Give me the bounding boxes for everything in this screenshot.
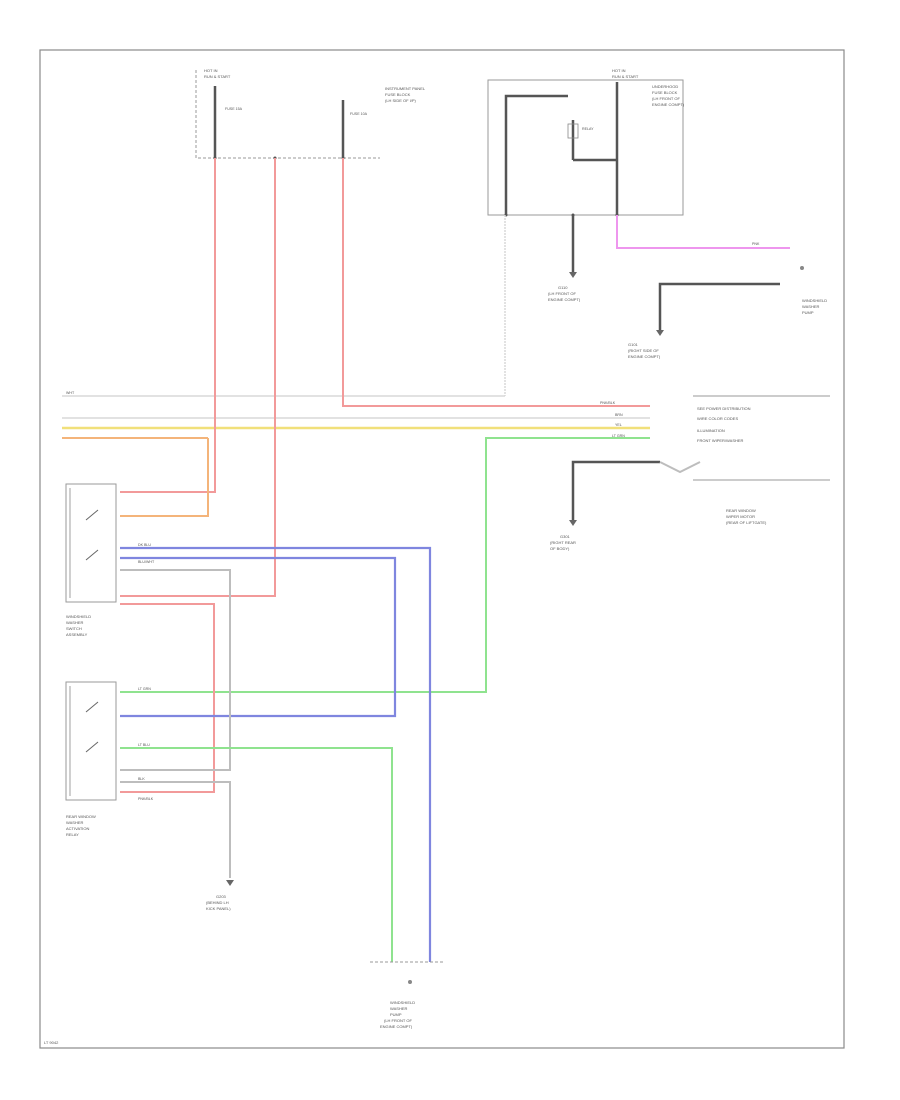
pink-black-label-2: PNK/BLK — [138, 797, 154, 801]
diagram-frame — [39, 49, 845, 1049]
g101-label-2: (RIGHT SIDE OF — [628, 348, 659, 353]
wire-pink-top — [616, 215, 790, 249]
windshield-washer-switch: WINDSHIELD WASHER SWITCH ASSEMBLY — [65, 483, 117, 637]
ww-switch-label-1: WINDSHIELD — [66, 614, 91, 619]
pump-label-5: ENGINE COMPT) — [380, 1024, 413, 1029]
rear-relay-label-3: ACTIVATION — [66, 826, 90, 831]
fuse-block-label-2: FUSE BLOCK — [385, 92, 411, 97]
pump-label-1: WINDSHIELD — [390, 1000, 415, 1005]
front-pump-label-3: PUMP — [802, 310, 814, 315]
ww-switch-label-3: SWITCH — [66, 626, 82, 631]
underhood-label-3: (LH FRONT OF — [652, 96, 680, 101]
wire-blue-1 — [120, 546, 432, 962]
wire-blue-2 — [120, 556, 397, 718]
ground-g301 — [569, 520, 577, 526]
bus-green — [120, 437, 650, 693]
bluwht-label: BLU/WHT — [138, 560, 155, 564]
rear-relay-label-2: WASHER — [66, 820, 84, 825]
front-washer-pump: WINDSHIELD WASHER PUMP — [800, 266, 827, 315]
ww-switch-label-2: WASHER — [66, 620, 84, 625]
ignition-right-2: RUN & START — [612, 74, 639, 79]
note-4: FRONT WIPER/WASHER — [697, 438, 744, 443]
g301-label-3: OF BODY) — [550, 546, 570, 551]
dkblu-label: DK BLU — [138, 543, 151, 547]
pump-label-3: PUMP — [390, 1012, 402, 1017]
wire-rear-relay — [571, 460, 660, 520]
fuse-text-2: FUSE 10A — [350, 112, 368, 116]
rear-relay-label-4: RELAY — [66, 832, 79, 837]
yellow-label: YEL — [615, 423, 622, 427]
black-label: BLK — [138, 777, 145, 781]
wire-green-2 — [120, 747, 393, 962]
wire-red-1 — [120, 158, 216, 493]
rear-window-washer-relay: REAR WINDOW WASHER ACTIVATION RELAY — [65, 681, 117, 837]
note-2: WIRE COLOR CODES — [697, 416, 738, 421]
pump-label-4: (LH FRONT OF — [384, 1018, 412, 1023]
front-pump-label-2: WASHER — [802, 304, 820, 309]
note-1: SEE POWER DISTRIBUTION — [697, 406, 751, 411]
underhood-fuse-block: HOT IN RUN & START UNDERHOOD FUSE BLOCK … — [487, 68, 685, 217]
ltblu-label: LT BLU — [138, 743, 150, 747]
underhood-label-4: ENGINE COMPT) — [652, 102, 685, 107]
wire-red-2 — [120, 158, 276, 597]
g203-label-2: (BEHIND LH — [206, 900, 229, 905]
g110-label-3: ENGINE COMPT) — [548, 297, 581, 302]
g110-label-2: (LH FRONT OF — [548, 291, 576, 296]
fuse-block-left: HOT IN RUN & START INSTRUMENT PANEL FUSE… — [195, 68, 426, 160]
washer-pump-bottom: WINDSHIELD WASHER PUMP (LH FRONT OF ENGI… — [370, 961, 445, 1029]
wire-black-g101 — [658, 282, 780, 330]
ground-g203 — [226, 880, 234, 886]
g203-label-3: KICK PANEL) — [206, 906, 231, 911]
figure-code: LT 9042 — [44, 1040, 59, 1045]
pink-black-label: PNK/BLK — [600, 401, 616, 405]
front-pump-label-1: WINDSHIELD — [802, 298, 827, 303]
rear-relay-label-1: REAR WINDOW — [66, 814, 96, 819]
fuse-text-1: FUSE 15A — [225, 107, 243, 111]
wire-red-right — [342, 158, 650, 407]
rear-motor-label-3: (REAR OF LIFTGATE) — [726, 520, 767, 525]
rear-motor-label-2: WIPER MOTOR — [726, 514, 755, 519]
underhood-label-2: FUSE BLOCK — [652, 90, 678, 95]
note-3: ILLUMINATION — [697, 428, 725, 433]
wire-orange-drop — [120, 438, 209, 517]
g301-label-1: G301 — [560, 534, 571, 539]
pink-wire-label: PNK — [752, 242, 760, 246]
relay-text: RELAY — [582, 127, 594, 131]
underhood-label-1: UNDERHOOD — [652, 84, 678, 89]
wire-gray-2 — [120, 781, 231, 878]
notes-panel: SEE POWER DISTRIBUTION WIRE COLOR CODES … — [693, 395, 830, 481]
white-label: WHT — [66, 391, 75, 395]
fuse-block-label-3: (LH SIDE OF I/P) — [385, 98, 417, 103]
wire-red-3 — [120, 603, 215, 793]
ltgrn-label-2: LT GRN — [138, 687, 151, 691]
ignition-label-1: HOT IN — [204, 68, 218, 73]
ground-g110: G110 (LH FRONT OF ENGINE COMPT) — [548, 215, 581, 302]
g110-label-1: G110 — [558, 285, 568, 290]
g101-label-3: ENGINE COMPT) — [628, 354, 661, 359]
ignition-label-2: RUN & START — [204, 74, 231, 79]
fuse-block-label-1: INSTRUMENT PANEL — [385, 86, 426, 91]
g301-label-2: (RIGHT REAR — [550, 540, 576, 545]
pump-label-2: WASHER — [390, 1006, 408, 1011]
ltgrn-label: LT GRN — [612, 434, 625, 438]
ww-switch-label-4: ASSEMBLY — [66, 632, 88, 637]
wire-gray-1 — [120, 569, 231, 771]
ignition-right-1: HOT IN — [612, 68, 626, 73]
g203-label-1: G203 — [216, 894, 227, 899]
rear-motor-label-1: REAR WINDOW — [726, 508, 756, 513]
ground-g101 — [656, 330, 664, 336]
brown-label: BRN — [615, 413, 623, 417]
g101-label-1: G101 — [628, 342, 639, 347]
